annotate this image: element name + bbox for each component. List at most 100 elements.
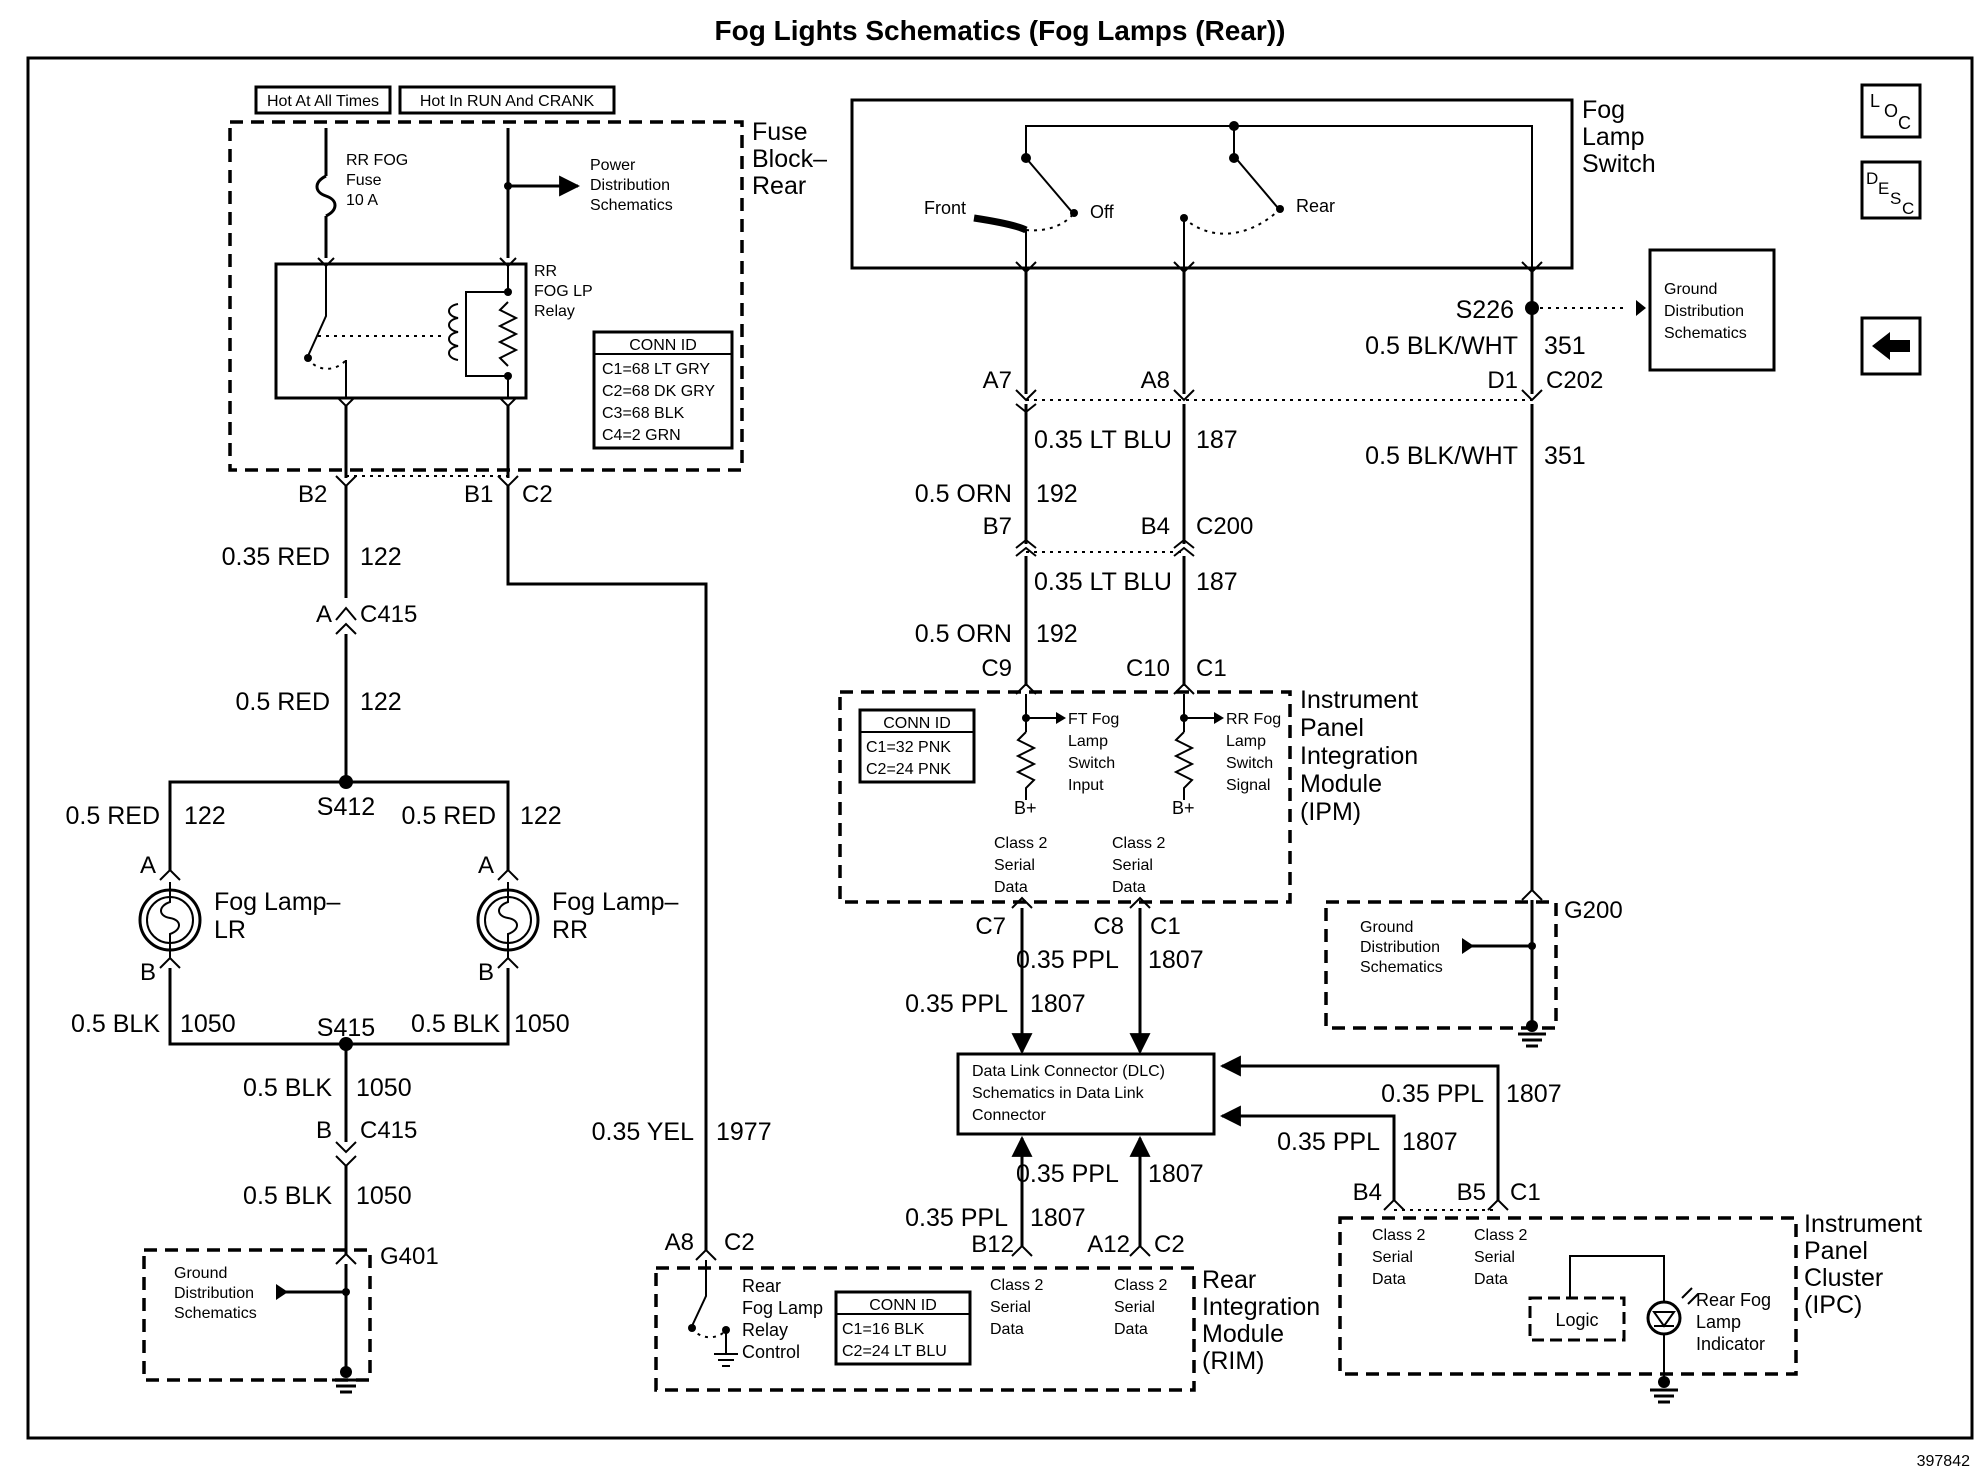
svg-text:Switch: Switch <box>1226 755 1273 772</box>
conn-c9: C9 <box>981 655 1012 682</box>
svg-text:1807: 1807 <box>1506 1080 1562 1108</box>
figure-id: 397842 <box>1917 1453 1970 1470</box>
svg-text:D: D <box>1866 169 1878 188</box>
conn-c2-a12: C2 <box>1154 1231 1185 1258</box>
ground-dist-g401 <box>142 1248 372 1382</box>
conn-b5-ipc: B5 <box>1457 1179 1486 1206</box>
svg-text:1807: 1807 <box>1030 990 1086 1018</box>
svg-text:1050: 1050 <box>356 1182 412 1210</box>
ground-dist-link-g401[interactable]: Ground Distribution Schematics <box>174 1265 257 1322</box>
ground-symbol-g200 <box>1518 1032 1546 1048</box>
svg-text:192: 192 <box>1036 620 1078 648</box>
svg-text:LR: LR <box>214 916 246 944</box>
svg-text:C1=68 LT GRY: C1=68 LT GRY <box>602 361 710 378</box>
ground-dist-link-g200[interactable]: Ground Distribution Schematics <box>1360 919 1443 976</box>
svg-text:Data: Data <box>990 1321 1024 1338</box>
conn-a-c415: A <box>316 601 332 628</box>
svg-text:Signal: Signal <box>1226 777 1270 794</box>
svg-text:Schematics in Data Link: Schematics in Data Link <box>972 1085 1145 1102</box>
conn-a8-rim: A8 <box>665 1229 694 1256</box>
svg-text:Distribution: Distribution <box>174 1285 254 1302</box>
svg-text:Data: Data <box>994 879 1028 896</box>
svg-text:Schematics: Schematics <box>590 197 673 214</box>
ipc-logic <box>1528 1296 1626 1342</box>
conn-b4-ipc: B4 <box>1353 1179 1382 1206</box>
ipm-label: Instrument Panel Integration Module (IPM… <box>1300 686 1418 826</box>
svg-text:Serial: Serial <box>1114 1299 1155 1316</box>
fog-lamp-lr-label: Fog Lamp– LR <box>214 888 341 944</box>
rear-fog-lamp-indicator-label: Rear Fog Lamp Indicator <box>1696 1290 1771 1354</box>
wire-label-ppl-4: 0.35 PPL <box>905 1204 1008 1232</box>
svg-text:S: S <box>1890 189 1901 208</box>
svg-text:Integration: Integration <box>1300 742 1418 770</box>
svg-text:Fuse: Fuse <box>346 172 382 189</box>
desc-icon[interactable]: D E S C <box>1860 160 1922 220</box>
fog-lamp-rr-icon <box>476 882 540 958</box>
svg-text:Indicator: Indicator <box>1696 1334 1765 1354</box>
conn-c2-fuse: C2 <box>522 481 553 508</box>
conn-c415-top: C415 <box>360 601 417 628</box>
svg-text:Panel: Panel <box>1300 714 1364 742</box>
rim-module <box>654 1266 1196 1392</box>
conn-c202: C202 <box>1546 367 1603 394</box>
conn-b2: B2 <box>298 481 327 508</box>
ipm-bplus-2: B+ <box>1172 798 1195 818</box>
wire-label-blk-lr: 0.5 BLK <box>71 1010 160 1038</box>
wire-label-red-05-rr: 0.5 RED <box>402 802 496 830</box>
svg-text:Distribution: Distribution <box>1664 303 1744 320</box>
fuse-block-conn-id: CONN ID C1=68 LT GRY C2=68 DK GRY C3=68 … <box>592 330 734 450</box>
svg-text:Class 2: Class 2 <box>1372 1227 1425 1244</box>
outer-frame <box>26 56 1974 1440</box>
loc-icon[interactable]: L O C <box>1860 83 1922 139</box>
fog-lamp-switch-label: Fog Lamp Switch <box>1582 96 1656 178</box>
conn-a7: A7 <box>983 367 1012 394</box>
svg-text:C1=16 BLK: C1=16 BLK <box>842 1321 925 1338</box>
svg-text:Fog Lamp–: Fog Lamp– <box>214 888 341 916</box>
svg-text:Schematics: Schematics <box>174 1305 257 1322</box>
splice-s226 <box>1525 301 1539 315</box>
fog-lamp-rr-label: Fog Lamp– RR <box>552 888 679 944</box>
svg-text:Relay: Relay <box>534 303 575 320</box>
svg-text:S226: S226 <box>1456 296 1514 324</box>
svg-text:C: C <box>1898 113 1911 133</box>
svg-text:Serial: Serial <box>1474 1249 1515 1266</box>
ground-dist-link-s226[interactable]: Ground Distribution Schematics <box>1664 281 1747 342</box>
wire-label-ltblu-1: 0.35 LT BLU <box>1034 426 1172 454</box>
power-label-hot-at-all-times: Hot At All Times <box>254 85 392 115</box>
conn-d1: D1 <box>1487 367 1518 394</box>
conn-a12: A12 <box>1087 1231 1130 1258</box>
ipm-bplus-1: B+ <box>1014 798 1037 818</box>
svg-text:Lamp: Lamp <box>1696 1312 1741 1332</box>
svg-text:Input: Input <box>1068 777 1104 794</box>
conn-c1-ipm: C1 <box>1196 655 1227 682</box>
wire-label-red-05-lr: 0.5 RED <box>66 802 160 830</box>
conn-c1-ipc: C1 <box>1510 1179 1541 1206</box>
svg-text:Class 2: Class 2 <box>1114 1277 1167 1294</box>
svg-text:Lamp: Lamp <box>1226 733 1266 750</box>
svg-text:0.5 BLK: 0.5 BLK <box>243 1182 332 1210</box>
svg-text:RR Fog: RR Fog <box>1226 711 1281 728</box>
svg-text:Fog: Fog <box>1582 96 1625 124</box>
conn-b7: B7 <box>983 513 1012 540</box>
svg-text:Rear Fog: Rear Fog <box>1696 1290 1771 1310</box>
ipm-rr-signal-label: RR Fog Lamp Switch Signal <box>1226 711 1281 794</box>
svg-text:Data: Data <box>1372 1271 1406 1288</box>
svg-text:Ground: Ground <box>174 1265 227 1282</box>
wire-label-orn-1: 0.5 ORN <box>915 480 1012 508</box>
wire-label-blk-rr: 0.5 BLK <box>411 1010 500 1038</box>
svg-text:Schematics: Schematics <box>1664 325 1747 342</box>
conn-c8: C8 <box>1093 913 1124 940</box>
ipm-module <box>838 690 1292 904</box>
conn-b4: B4 <box>1141 513 1170 540</box>
svg-text:Hot In RUN And CRANK: Hot In RUN And CRANK <box>420 93 595 110</box>
svg-text:351: 351 <box>1544 442 1586 470</box>
power-distribution-link[interactable]: Power Distribution Schematics <box>590 157 673 214</box>
dlc-connector[interactable] <box>956 1052 1216 1136</box>
relay-label: RR FOG LP Relay <box>534 263 593 320</box>
ipm-serial-data-1: Class 2 Serial Data <box>994 835 1047 896</box>
svg-text:A: A <box>478 852 494 879</box>
wire-label-blk-wht-2: 0.5 BLK/WHT <box>1365 442 1518 470</box>
svg-text:Ground: Ground <box>1664 281 1717 298</box>
back-arrow-icon[interactable] <box>1860 316 1922 376</box>
